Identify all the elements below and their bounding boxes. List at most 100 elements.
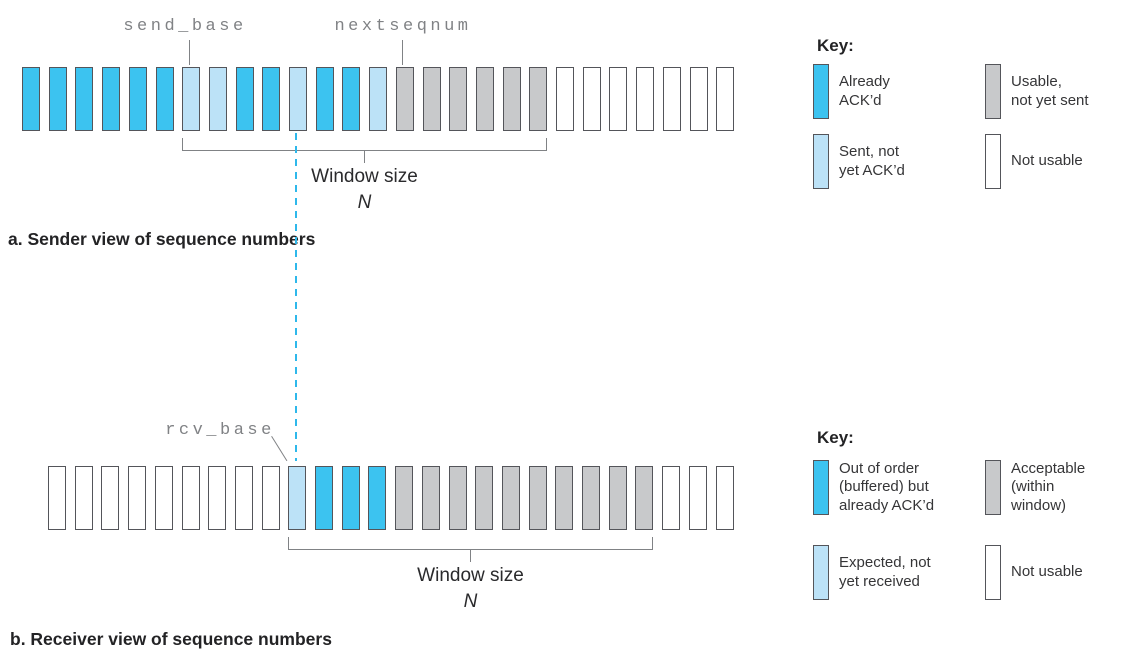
sender-seq-box-already-ackd xyxy=(102,67,121,131)
send-base-label: send_base xyxy=(123,17,247,36)
receiver-key-item-acceptable-within-window: Acceptable (within window) xyxy=(985,460,1118,515)
receiver-key-swatch-not-usable xyxy=(985,545,1001,600)
receiver-seq-box-not-usable xyxy=(101,466,120,530)
nextseqnum-label: nextseqnum xyxy=(334,17,472,36)
receiver-seq-box-out-of-order-buffered-already-ackd xyxy=(368,466,387,530)
receiver-seq-box-not-usable xyxy=(154,466,173,530)
sender-seq-box-sent-not-yet-ackd xyxy=(289,67,307,131)
rcv-base-pointer-line xyxy=(271,436,288,462)
sender-window-bracket xyxy=(182,138,547,151)
sender-key-swatch-not-usable xyxy=(985,134,1001,189)
sender-seq-box-not-usable xyxy=(716,67,735,131)
sender-key-label-already-ackd: Already ACK’d xyxy=(839,73,890,109)
receiver-seq-box-not-usable xyxy=(208,466,227,530)
sender-seq-box-usable-not-yet-sent xyxy=(529,67,548,131)
sender-seq-box-already-ackd xyxy=(22,67,40,131)
receiver-window-size-n: N xyxy=(463,591,478,612)
receiver-seq-box-out-of-order-buffered-already-ackd xyxy=(315,466,333,530)
receiver-seq-box-acceptable-within-window xyxy=(501,466,520,530)
sender-seq-box-not-usable xyxy=(689,67,708,131)
receiver-seq-box-acceptable-within-window xyxy=(528,466,547,530)
sender-sequence-row xyxy=(0,67,1122,131)
receiver-window-size-label: Window size xyxy=(417,565,524,586)
receiver-key-swatch-acceptable-within-window xyxy=(985,460,1001,515)
receiver-seq-box-not-usable xyxy=(261,466,280,530)
receiver-seq-box-not-usable xyxy=(74,466,93,530)
receiver-key-title: Key: xyxy=(817,428,854,447)
receiver-seq-box-not-usable xyxy=(688,466,707,530)
sender-key-item-not-usable: Not usable xyxy=(985,134,1118,189)
sender-key-item-sent-not-yet-ackd: Sent, not yet ACK’d xyxy=(813,134,985,189)
sender-seq-box-usable-not-yet-sent xyxy=(422,67,441,131)
receiver-seq-box-acceptable-within-window xyxy=(421,466,440,530)
receiver-key-label-not-usable: Not usable xyxy=(1011,563,1083,581)
sender-window-size-label: Window size xyxy=(311,166,418,187)
nextseqnum-pointer-line xyxy=(402,40,403,65)
sender-caption: a. Sender view of sequence numbers xyxy=(8,229,316,249)
sender-seq-box-not-usable xyxy=(662,67,681,131)
receiver-seq-box-not-usable xyxy=(48,466,66,530)
receiver-sequence-row xyxy=(0,466,1122,530)
sender-seq-box-already-ackd xyxy=(315,67,334,131)
sender-seq-box-usable-not-yet-sent xyxy=(395,67,414,131)
receiver-seq-box-not-usable xyxy=(715,466,734,530)
receiver-seq-box-acceptable-within-window xyxy=(475,466,494,530)
receiver-key-swatch-out-of-order-buffered-already-ackd xyxy=(813,460,829,515)
sender-key-swatch-sent-not-yet-ackd xyxy=(813,134,829,189)
send-base-pointer-line xyxy=(189,40,190,65)
receiver-seq-box-acceptable-within-window xyxy=(582,466,600,530)
receiver-key-item-expected-not-yet-received: Expected, not yet received xyxy=(813,545,985,600)
receiver-seq-box-acceptable-within-window xyxy=(608,466,627,530)
sender-window-bracket-tick xyxy=(364,151,365,163)
receiver-key-label-expected-not-yet-received: Expected, not yet received xyxy=(839,554,931,590)
receiver-seq-box-acceptable-within-window xyxy=(395,466,414,530)
receiver-key-item-not-usable: Not usable xyxy=(985,545,1118,600)
receiver-window-bracket-tick xyxy=(470,550,471,562)
sender-window-size-n: N xyxy=(357,192,372,213)
sender-key-label-sent-not-yet-ackd: Sent, not yet ACK’d xyxy=(839,143,905,179)
sender-key-label-usable-not-yet-sent: Usable, not yet sent xyxy=(1011,73,1089,109)
sender-seq-box-already-ackd xyxy=(235,67,254,131)
receiver-key-label-out-of-order-buffered-already-ackd: Out of order (buffered) but already ACK’… xyxy=(839,460,935,514)
receiver-key-swatch-expected-not-yet-received xyxy=(813,545,829,600)
sender-seq-box-not-usable xyxy=(609,67,628,131)
sender-key-swatch-already-ackd xyxy=(813,64,829,119)
receiver-key-item-out-of-order-buffered-already-ackd: Out of order (buffered) but already ACK’… xyxy=(813,460,985,515)
receiver-seq-box-out-of-order-buffered-already-ackd xyxy=(341,466,360,530)
base-alignment-dashed-line xyxy=(295,133,297,461)
sender-seq-box-already-ackd xyxy=(75,67,94,131)
sender-seq-box-already-ackd xyxy=(262,67,281,131)
sender-seq-box-usable-not-yet-sent xyxy=(502,67,521,131)
sender-key-label-not-usable: Not usable xyxy=(1011,152,1083,170)
sender-seq-box-not-usable xyxy=(556,67,574,131)
receiver-seq-box-acceptable-within-window xyxy=(555,466,574,530)
receiver-key-grid: Out of order (buffered) but already ACK’… xyxy=(813,460,1118,600)
receiver-seq-box-not-usable xyxy=(662,466,681,530)
receiver-window-bracket xyxy=(288,537,653,550)
receiver-seq-box-expected-not-yet-received xyxy=(288,466,307,530)
rcv-base-label: rcv_base xyxy=(165,421,275,440)
receiver-seq-box-not-usable xyxy=(234,466,253,530)
sender-seq-box-not-usable xyxy=(582,67,601,131)
sender-seq-box-sent-not-yet-ackd xyxy=(208,67,227,131)
sender-seq-box-already-ackd xyxy=(342,67,361,131)
receiver-seq-box-not-usable xyxy=(128,466,147,530)
sender-seq-box-not-usable xyxy=(636,67,655,131)
receiver-key-label-acceptable-within-window: Acceptable (within window) xyxy=(1011,460,1086,514)
receiver-caption: b. Receiver view of sequence numbers xyxy=(10,629,332,649)
receiver-seq-box-acceptable-within-window xyxy=(635,466,654,530)
sender-key-item-already-ackd: Already ACK’d xyxy=(813,64,985,119)
sender-seq-box-already-ackd xyxy=(155,67,174,131)
sender-key-item-usable-not-yet-sent: Usable, not yet sent xyxy=(985,64,1118,119)
sender-key-swatch-usable-not-yet-sent xyxy=(985,64,1001,119)
receiver-key: Key: Out of order (buffered) but already… xyxy=(813,428,1118,600)
receiver-seq-box-acceptable-within-window xyxy=(448,466,467,530)
sender-key-title: Key: xyxy=(817,36,854,55)
sender-seq-box-usable-not-yet-sent xyxy=(475,67,494,131)
sender-seq-box-already-ackd xyxy=(128,67,147,131)
sender-seq-box-sent-not-yet-ackd xyxy=(182,67,201,131)
sender-seq-box-sent-not-yet-ackd xyxy=(369,67,388,131)
receiver-seq-box-not-usable xyxy=(181,466,200,530)
